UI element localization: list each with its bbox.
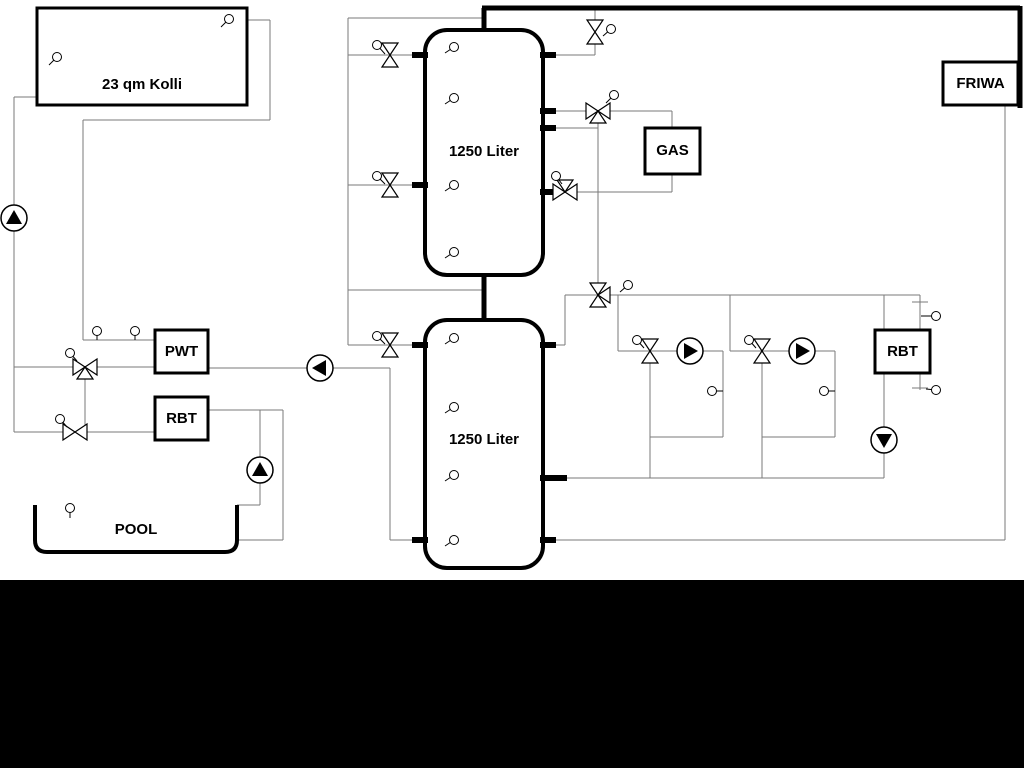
three-way-valve-icon: [588, 282, 611, 308]
three-way-valve-icon: [752, 338, 772, 364]
sensor-icon: [449, 470, 459, 480]
heating-pump-1-icon: [676, 337, 704, 365]
pipes-main: [412, 5, 1023, 543]
tank-bottom-label: 1250 Liter: [448, 431, 520, 448]
sensor-icon: [931, 311, 941, 321]
pool-basin: [33, 505, 239, 554]
pumps: [0, 204, 898, 484]
sensor-icon: [449, 402, 459, 412]
valves: [62, 19, 772, 442]
gas-boiler-box: [643, 126, 702, 176]
rbt-left-box: [153, 395, 210, 442]
sensor-icon: [606, 24, 616, 34]
three-way-valve-icon: [585, 101, 611, 124]
sensor-icon: [744, 335, 754, 345]
sensor-icon: [707, 386, 717, 396]
sensor-icon: [449, 42, 459, 52]
sensor-icon: [609, 90, 619, 100]
sensor-icon: [130, 326, 140, 336]
sensor-icon: [551, 171, 561, 181]
sensor-icon: [449, 535, 459, 545]
valve-icon: [380, 332, 400, 358]
sensor-icon: [449, 247, 459, 257]
pwt-label: PWT: [164, 343, 199, 360]
sensor-icon: [65, 348, 75, 358]
heating-pump-2-icon: [788, 337, 816, 365]
sensors: [48, 14, 941, 547]
three-way-valve-icon: [552, 179, 578, 202]
rbt-right-label: RBT: [887, 343, 918, 360]
sensor-icon: [819, 386, 829, 396]
valve-icon: [585, 19, 605, 45]
valve-icon: [62, 422, 88, 442]
pool-label: POOL: [114, 521, 158, 538]
sensor-icon: [372, 40, 382, 50]
sensor-icon: [449, 93, 459, 103]
valve-icon: [380, 172, 400, 198]
sensor-icon: [372, 331, 382, 341]
sensor-icon: [224, 14, 234, 24]
black-footer: [0, 580, 1024, 768]
collector-label: 23 qm Kolli: [101, 76, 183, 93]
sensor-icon: [65, 503, 75, 513]
pool-pump-icon: [246, 456, 274, 484]
tank-top-label: 1250 Liter: [448, 143, 520, 160]
collector-box: [35, 6, 249, 107]
sensor-icon: [55, 414, 65, 424]
three-way-valve-icon: [640, 338, 660, 364]
rbt-right-box: [873, 328, 932, 375]
hydraulic-schematic: [0, 5, 1023, 570]
sensor-icon: [52, 52, 62, 62]
solar-pump-icon: [0, 204, 28, 232]
three-way-valve-icon: [72, 357, 98, 380]
rbt-pump-icon: [870, 426, 898, 454]
gas-label: GAS: [656, 142, 689, 159]
sensor-icon: [449, 180, 459, 190]
sensor-icon: [372, 171, 382, 181]
sensor-icon: [623, 280, 633, 290]
sensor-icon: [632, 335, 642, 345]
rbt-left-label: RBT: [166, 410, 197, 427]
sensor-icon: [92, 326, 102, 336]
friwa-label: FRIWA: [956, 75, 1005, 92]
sensor-icon: [449, 333, 459, 343]
sensor-icon: [931, 385, 941, 395]
pwt-box: [153, 328, 210, 375]
pwt-pump-icon: [306, 354, 334, 382]
valve-icon: [380, 42, 400, 68]
